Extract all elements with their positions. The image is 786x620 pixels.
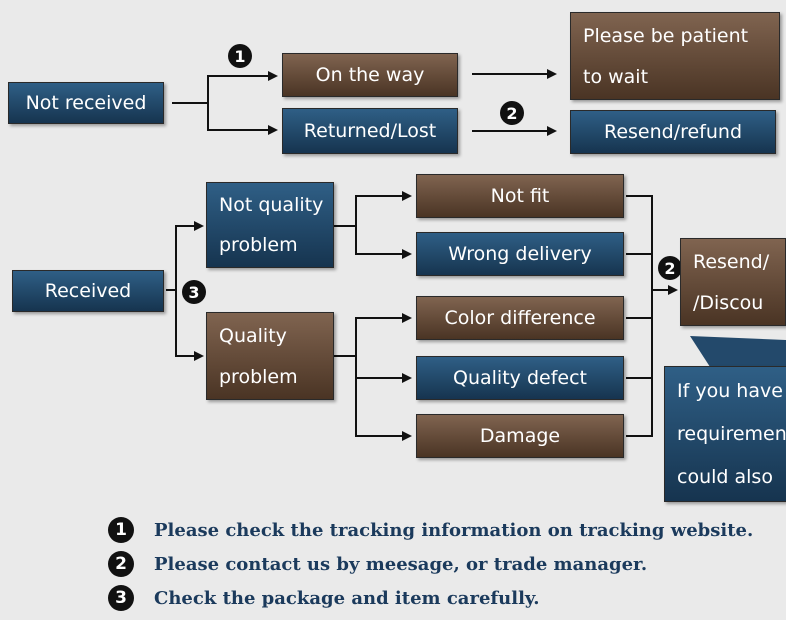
bracket-right: [626, 195, 653, 437]
connector-quality-lower: [355, 378, 412, 441]
not-fit-box: Not fit: [416, 174, 624, 218]
step-badge-3: 3: [182, 280, 206, 304]
connector-not-quality-lower: [355, 226, 412, 259]
on-the-way-box: On the way: [282, 53, 458, 97]
step-badge-2-top-number: 2: [506, 103, 518, 123]
please-be-patient-line1: Please be patient: [583, 24, 749, 47]
quality-line1: Quality: [219, 324, 287, 347]
note-badge-2: 2: [108, 551, 134, 577]
not-fit-label: Not fit: [490, 185, 550, 207]
connector-quality: [334, 313, 412, 357]
received-box: Received: [12, 270, 164, 312]
resend-refund-box: Resend/refund: [570, 110, 776, 154]
note-badge-1: 1: [108, 517, 134, 543]
connector-received: [166, 221, 204, 291]
note-text-1: Please check the tracking information on…: [154, 519, 754, 541]
resend-refund-label: Resend/refund: [603, 121, 743, 143]
wrong-delivery-box: Wrong delivery: [416, 232, 624, 276]
not-quality-problem-box: Not quality problem: [206, 182, 334, 268]
please-be-patient-box: Please be patient to wait: [570, 12, 780, 100]
note-row-3: 3 Check the package and item carefully.: [108, 584, 540, 612]
note-row-1: 1 Please check the tracking information …: [108, 516, 753, 544]
note-badge-3: 3: [108, 585, 134, 611]
received-label: Received: [44, 280, 132, 302]
quality-line2: problem: [219, 365, 298, 388]
quality-defect-box: Quality defect: [416, 356, 624, 400]
quality-defect-label: Quality defect: [453, 367, 587, 389]
color-difference-label: Color difference: [444, 307, 596, 329]
damage-box: Damage: [416, 414, 624, 458]
callout-line3: could also: [677, 466, 773, 489]
wrong-delivery-label: Wrong delivery: [448, 243, 592, 265]
note-text-2: Please contact us by meesage, or trade m…: [154, 553, 648, 575]
connector-not-received-lower: [207, 103, 278, 135]
returned-lost-box: Returned/Lost: [282, 108, 458, 154]
connector-not-received: [172, 71, 278, 104]
returned-lost-label: Returned/Lost: [303, 120, 437, 142]
step-badge-1-number: 1: [234, 46, 246, 66]
step-badge-1: 1: [228, 44, 252, 68]
step-badge-2-right: 2: [658, 256, 682, 280]
damage-label: Damage: [479, 425, 561, 447]
resend-discount-line2: /Discou: [693, 291, 764, 314]
callout-line2: requiremen: [677, 422, 786, 445]
callout-box: If you have requiremen could also: [664, 366, 786, 502]
step-badge-2-right-number: 2: [664, 258, 676, 278]
callout-line1: If you have: [677, 379, 783, 402]
step-badge-2-top: 2: [500, 101, 524, 125]
please-be-patient-line2: to wait: [583, 65, 649, 88]
not-received-box: Not received: [8, 82, 164, 124]
step-badge-3-number: 3: [188, 282, 200, 302]
resend-discount-box: Resend/ /Discou: [680, 238, 786, 326]
not-quality-line1: Not quality: [219, 194, 324, 216]
quality-problem-box: Quality problem: [206, 312, 334, 400]
note-text-3: Check the package and item carefully.: [154, 587, 540, 609]
on-the-way-label: On the way: [315, 64, 425, 86]
not-quality-line2: problem: [219, 234, 298, 256]
color-difference-box: Color difference: [416, 296, 624, 340]
not-received-label: Not received: [25, 92, 147, 114]
note-row-2: 2 Please contact us by meesage, or trade…: [108, 550, 647, 578]
resend-discount-line1: Resend/: [693, 250, 770, 273]
connector-not-quality: [334, 191, 412, 227]
connector-received-lower: [175, 290, 204, 361]
